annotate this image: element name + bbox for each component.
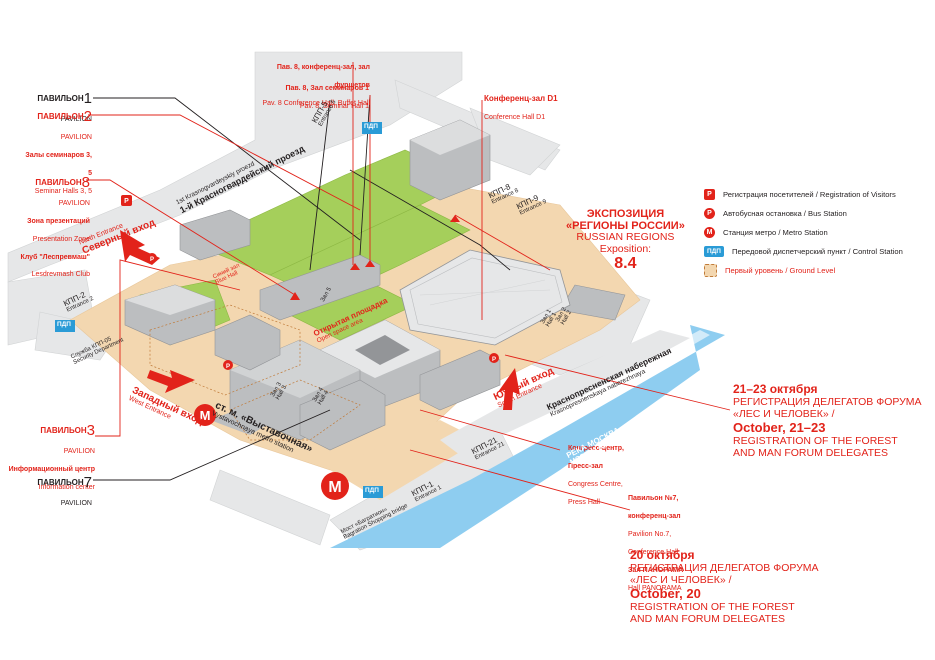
svg-text:M: M [328, 479, 341, 496]
embankment-road [440, 330, 690, 455]
pointer-lines-black [93, 94, 511, 481]
legend-pdp: ПДП Передовой диспетчерский пункт / Cont… [704, 242, 903, 261]
svg-text:P: P [226, 364, 230, 370]
ground-dashed-outlines [149, 304, 361, 441]
legend: P Регистрация посетителей / Registration… [704, 185, 903, 280]
legend-bus: P Автобусная остановка / Bus Station [704, 204, 903, 223]
pavilion-2-label: ПАВИЛЬОН2 PAVILION Залы семинаров 3, 5 S… [25, 108, 92, 195]
moskva-river [330, 325, 725, 548]
svg-text:P: P [492, 357, 496, 363]
registration-oct-20: 20 октября РЕГИСТРАЦИЯ ДЕЛЕГАТОВ ФОРУМА … [630, 548, 819, 625]
conference-d1-callout: Конференц-зал D1 Conference Hall D1 [484, 94, 558, 121]
pav8-conference-callout: Пав. 8, конференц-зал, зал фуршетов Pav.… [262, 64, 370, 107]
pdp-markers [55, 122, 383, 498]
svg-text:P: P [124, 198, 129, 205]
pav8-seminar-callout: Пав. 8, Зал семинаров 1 Pav. 8, Seminar … [285, 85, 369, 110]
pavilion-7-label: ПАВИЛЬОН7 PAVILION [37, 474, 92, 507]
exposition-regions-label: ЭКСПОЗИЦИЯ «РЕГИОНЫ РОССИИ» RUSSIAN REGI… [566, 208, 685, 273]
pdp-label-bottom: ПДП [365, 487, 379, 494]
legend-registration: P Регистрация посетителей / Registration… [704, 185, 903, 204]
pavilion-3-label: ПАВИЛЬОН3 PAVILION Информационный центр … [8, 422, 95, 491]
pavilion-1-label: ПАВИЛЬОН1 PAVILION [37, 90, 92, 123]
ground-level-icon [704, 264, 717, 277]
legend-ground: Первый уровень / Ground Level [704, 261, 903, 280]
registration-icon: P [704, 189, 715, 200]
pavilion-7-conference-callout: Павильон №7, конференц-зал Pavilion No.7… [628, 495, 684, 592]
metro-markers: M M [194, 404, 349, 500]
buildings [124, 119, 626, 451]
pdp-label-left: ПДП [57, 321, 71, 328]
metro-icon: M [704, 227, 715, 238]
legend-metro: M Станция метро / Metro Station [704, 223, 903, 242]
registration-markers: P P P P [121, 195, 499, 370]
congress-centre-callout: Конгресс-центр, Пресс-зал Congress Centr… [568, 445, 624, 506]
svg-text:M: M [200, 408, 211, 423]
pavilion-8-label: ПАВИЛЬОН8 PAVILION Зона презентаций Pres… [20, 174, 90, 279]
svg-text:P: P [150, 257, 154, 263]
registration-oct-21-23: 21–23 октября РЕГИСТРАЦИЯ ДЕЛЕГАТОВ ФОРУ… [733, 382, 922, 459]
roads [7, 51, 651, 551]
pdp-icon: ПДП [704, 246, 724, 257]
pdp-label-top: ПДП [364, 123, 378, 130]
bus-icon: P [704, 208, 715, 219]
